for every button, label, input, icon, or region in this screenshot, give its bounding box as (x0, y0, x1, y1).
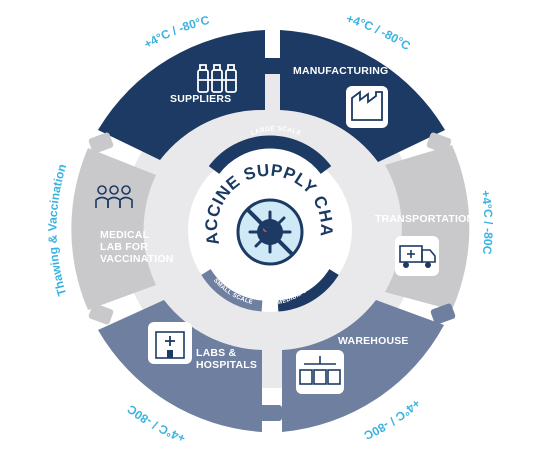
temp-warehouse: +4°C / -80C (361, 396, 423, 443)
label-labs-line1: LABS & (196, 347, 236, 359)
temp-labs: +4°C / -80C (124, 402, 187, 446)
temp-thawing: Thawing & Vaccination (45, 162, 69, 297)
label-suppliers: SUPPLIERS (170, 93, 231, 105)
label-medical-line2: LAB FOR (100, 241, 148, 253)
vials-icon (197, 64, 237, 93)
warehouse-icon (296, 350, 344, 394)
label-medical-line3: VACCINATION (100, 253, 174, 265)
label-warehouse: WAREHOUSE (338, 335, 409, 347)
large-scale-label: LARGE SCALE (250, 125, 303, 137)
segment-warehouse (282, 300, 444, 432)
label-labs-line2: HOSPITALS (196, 359, 257, 371)
medium-scale-band (277, 268, 339, 312)
virus-prohibited-icon (236, 198, 304, 266)
label-transportation: TRANSPORTATION (375, 213, 474, 225)
large-scale-band (208, 135, 332, 175)
people-icon (95, 185, 133, 208)
small-scale-band (201, 268, 263, 312)
label-manufacturing: MANUFACTURING (293, 65, 388, 77)
temp-transportation: +4°C / -80C (478, 189, 495, 255)
segment-suppliers (98, 30, 265, 160)
label-medical-line1: MEDICAL (100, 229, 150, 241)
factory-icon (346, 86, 388, 128)
connector-tabs (88, 58, 456, 421)
ambulance-truck-icon (395, 236, 439, 276)
segment-medical-lab (71, 148, 156, 310)
temp-manufacturing: +4°C / -80°C (345, 11, 414, 53)
segment-labs-hospitals (98, 300, 262, 432)
hospital-icon (148, 322, 192, 364)
